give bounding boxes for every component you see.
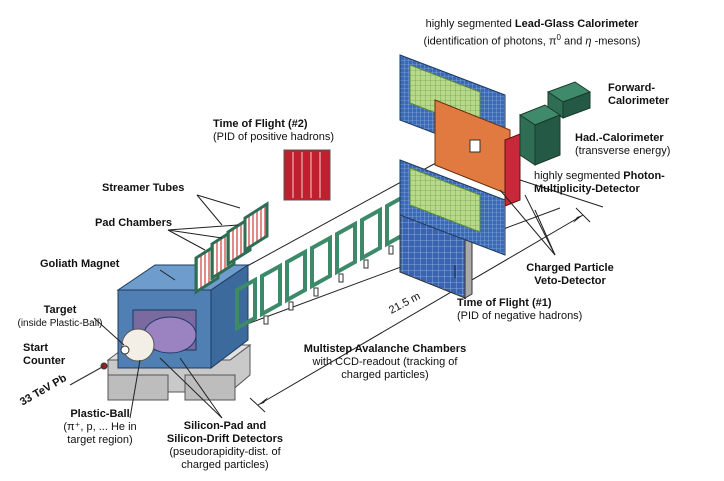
silicon-line1: Silicon-Pad and [183,420,267,432]
forward-cal-line2: Calorimeter [608,95,670,107]
plastic-ball [121,328,155,362]
lead-glass-post: -mesons) [591,35,641,48]
leader-lines [93,179,604,419]
start-counter-label: Start Counter [23,342,65,368]
had-cal-desc: (transverse energy) [575,145,671,157]
pad-chambers-label: Pad Chambers [95,217,172,230]
target-desc: (inside Plastic-Ball) [17,318,103,329]
msac-label: Multistep Avalanche Chambers with CCD-re… [290,343,480,382]
pad-chambers [194,201,269,295]
lead-glass-label: highly segmented Lead-Glass Calorimeter … [392,18,672,49]
photon-mult-line2: Multiplicity-Detector [534,183,640,195]
forward-cal-label: Forward- Calorimeter [608,82,669,108]
had-cal-label: Had.-Calorimeter (transverse energy) [575,132,670,158]
target-dot [120,345,130,355]
photon-mult-label: highly segmented Photon- Multiplicity-De… [534,170,665,196]
lead-glass-title: Lead-Glass Calorimeter [514,18,639,30]
pad-chambers-title: Pad Chambers [95,217,173,229]
goliath-label: Goliath Magnet [40,258,119,271]
streamer-label: Streamer Tubes [102,182,184,195]
lead-glass-desc: (identification of photons, [423,35,549,48]
streamer-title: Streamer Tubes [102,182,185,194]
plastic-ball-desc1: (π⁺, p, ... He in [63,421,137,433]
had-calorimeter [434,99,521,207]
veto-line1: Charged Particle [526,262,614,274]
plastic-ball-label: Plastic-Ball (π⁺, p, ... He in target re… [40,408,160,447]
msac-title: Multistep Avalanche Chambers [303,343,467,355]
silicon-line2: Silicon-Drift Detectors [166,433,284,445]
msac-desc2: charged particles) [341,369,429,381]
msac-desc1: with CCD-readout (tracking of [312,356,458,368]
tof2-desc: (PID of positive hadrons) [213,131,335,143]
eta-symbol: η [585,35,592,48]
veto-line2: Veto-Detector [534,275,606,287]
tof2-label: Time of Flight (#2) (PID of positive had… [213,118,334,144]
lead-glass-pre: highly segmented [425,18,515,30]
lead-glass-mid: and [560,35,586,48]
tof2-title: Time of Flight (#2) [213,118,308,130]
tof1-title: Time of Flight (#1) [457,297,552,309]
photon-mult-bold: Photon- [623,170,665,182]
start-line1: Start [23,342,49,354]
pi-symbol: π [548,35,557,48]
forward-calorimeter [518,81,592,166]
tof2-wall [283,149,331,201]
target-title: Target [43,304,77,316]
plastic-ball-desc2: target region) [67,434,133,446]
tof1-desc: (PID of negative hadrons) [457,310,583,322]
target-label: Target (inside Plastic-Ball) [5,304,115,330]
msac-chambers [235,192,407,332]
silicon-desc1: (pseudorapidity-dist. of [169,446,281,458]
photon-mult-pre: highly segmented [534,170,624,182]
had-cal-title: Had.-Calorimeter [575,132,664,144]
pi-superscript: 0 [556,33,561,42]
silicon-desc2: charged particles) [181,459,269,471]
start-line2: Counter [23,355,66,367]
distance-arrow [249,207,591,413]
forward-cal-line1: Forward- [608,82,656,94]
veto-label: Charged Particle Veto-Detector [505,262,635,288]
tof1-label: Time of Flight (#1) (PID of negative had… [457,297,582,323]
plastic-ball-title: Plastic-Ball [70,408,130,420]
silicon-label: Silicon-Pad and Silicon-Drift Detectors … [160,420,290,472]
goliath-title: Goliath Magnet [40,258,120,270]
